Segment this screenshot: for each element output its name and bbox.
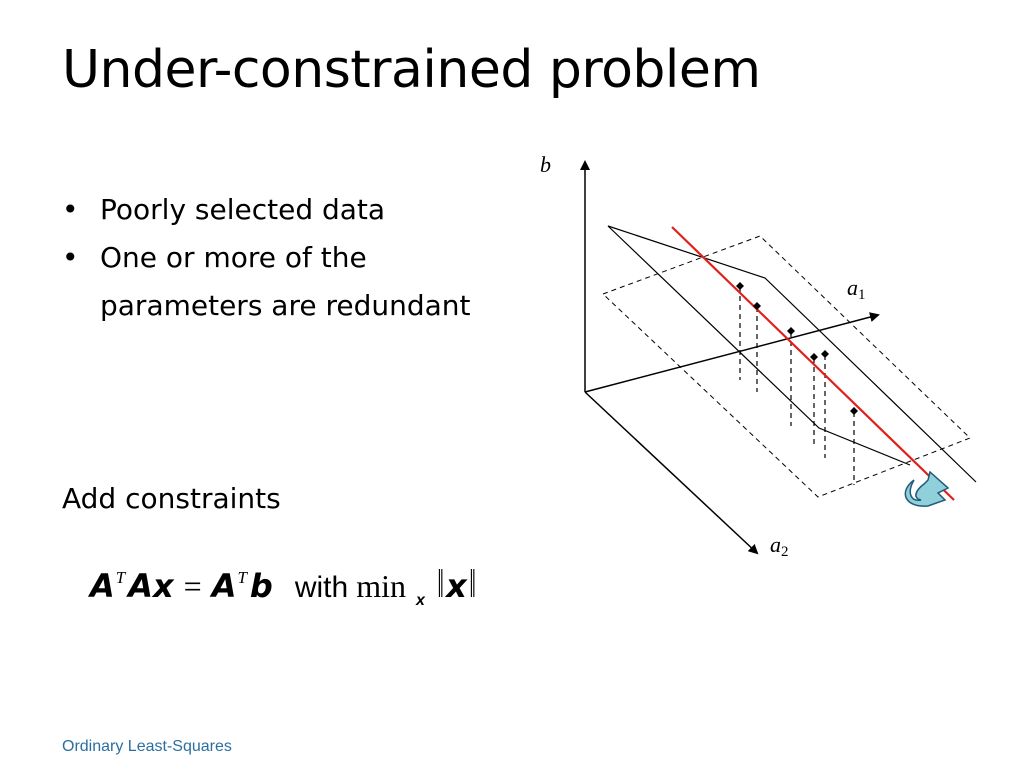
bullet-dot-icon: • [62,241,79,274]
axis-a2 [584,391,759,555]
eq-matrix-a: A [90,567,115,605]
fitted-red-line [671,226,955,501]
subheading: Add constraints [62,482,281,515]
eq-ax: Ax [128,567,174,605]
data-point-marker [787,327,795,335]
eq-norm-right-icon: ‖ [468,561,476,606]
eq-min-subscript: x [415,592,425,609]
axis-a1 [584,312,880,393]
bullet-text: Poorly selected data [100,193,386,226]
slide-title: Under-constrained problem [62,40,761,100]
bullet-text-line-2: parameters are redundant [100,289,471,322]
data-point-marker [850,407,858,415]
bullet-dot-icon: • [62,193,79,226]
axis-label-a1-letter: a [847,275,858,300]
axis-label-a1: a1 [847,275,866,303]
eq-matrix-a-rhs: A [211,567,237,605]
eq-transpose-rhs: T [237,568,247,587]
data-point-marker [736,282,744,290]
solid-plane-lower [607,225,911,466]
drop-lines [739,287,855,485]
normal-equation: A T Ax = A T b with min x ‖ x ‖ [90,560,478,610]
eq-x: x [446,567,467,605]
data-points [736,282,858,415]
data-point-marker [753,302,761,310]
eq-min: min [356,568,406,604]
bullet-list: • Poorly selected data • One or more of … [62,186,471,330]
solid-plane-upper [607,225,977,483]
eq-transpose: T [115,568,126,587]
axis-label-a2-letter: a [770,532,781,557]
eq-equals: = [183,568,202,604]
footer-text: Ordinary Least-Squares [62,738,232,755]
data-point-marker [810,353,818,361]
bullet-item: • One or more of the parameters are redu… [62,234,471,330]
axis-label-a1-sub: 1 [858,287,866,303]
axis-label-b: b [540,152,551,177]
dashed-plane [602,235,971,498]
eq-with: with [294,571,349,604]
bullet-text-line-1: One or more of the [100,241,367,274]
rotation-arrow-icon [904,470,950,507]
eq-norm-left-icon: ‖ [437,561,444,606]
bullet-item: • Poorly selected data [62,186,471,234]
axis-label-a2-sub: 2 [781,544,789,560]
axis-label-a2: a2 [770,532,789,560]
data-point-marker [821,350,829,358]
eq-b: b [249,567,273,605]
